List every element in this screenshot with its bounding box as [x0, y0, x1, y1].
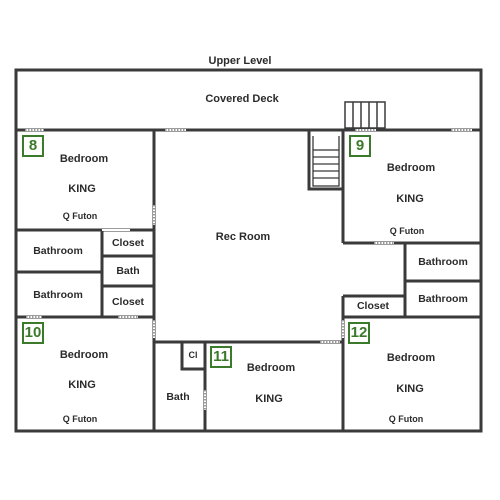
bath-left-label: Bath: [116, 265, 140, 277]
bedroom-10-extra: Q Futon: [62, 414, 98, 424]
closet-left-2-label: Closet: [111, 296, 145, 308]
closet-right-label: Closet: [356, 300, 390, 312]
walls: [14, 68, 483, 433]
stairwell-wall: [307, 128, 345, 191]
bedroom-8-label: Bedroom: [59, 153, 109, 165]
door-marks: [25, 129, 472, 410]
outer-wall: [14, 68, 483, 433]
bathroom-right-2-label: Bathroom: [418, 293, 468, 305]
closet-cl-wall: [180, 340, 207, 371]
bedroom-9-bed: KING: [396, 193, 424, 205]
bedroom-10-label: Bedroom: [59, 349, 109, 361]
closet-left-1-label: Closet: [111, 237, 145, 249]
bathroom-left-2-label: Bathroom: [33, 289, 83, 301]
rec-room-label: Rec Room: [215, 231, 271, 243]
stairs: [312, 136, 340, 187]
closet-cl-label: Cl: [188, 350, 198, 360]
room-number-badge: 11: [210, 346, 232, 368]
bathroom-right-1-label: Bathroom: [418, 256, 468, 268]
plan-title: Upper Level: [208, 55, 272, 67]
bedroom-12-extra: Q Futon: [388, 414, 424, 424]
bedroom-9-label: Bedroom: [386, 162, 436, 174]
bedroom-11-label: Bedroom: [246, 362, 296, 374]
room-number-badge: 9: [349, 135, 371, 157]
bedroom-11-bed: KING: [255, 393, 283, 405]
bathroom-left-1-label: Bathroom: [33, 245, 83, 257]
bedroom-12-label: Bedroom: [386, 352, 436, 364]
bedroom-10-bed: KING: [68, 379, 96, 391]
bedroom-12-bed: KING: [396, 383, 424, 395]
room-number-badge: 12: [348, 322, 370, 344]
bedroom-9-extra: Q Futon: [389, 226, 425, 236]
room-number-badge: 10: [22, 322, 44, 344]
bath-bottom-label: Bath: [166, 391, 190, 403]
bedroom-8-extra: Q Futon: [62, 211, 98, 221]
covered-deck-label: Covered Deck: [205, 93, 279, 105]
room-number-badge: 8: [22, 135, 44, 157]
bedroom-8-bed: KING: [68, 183, 96, 195]
deck-stairs: [344, 101, 386, 129]
